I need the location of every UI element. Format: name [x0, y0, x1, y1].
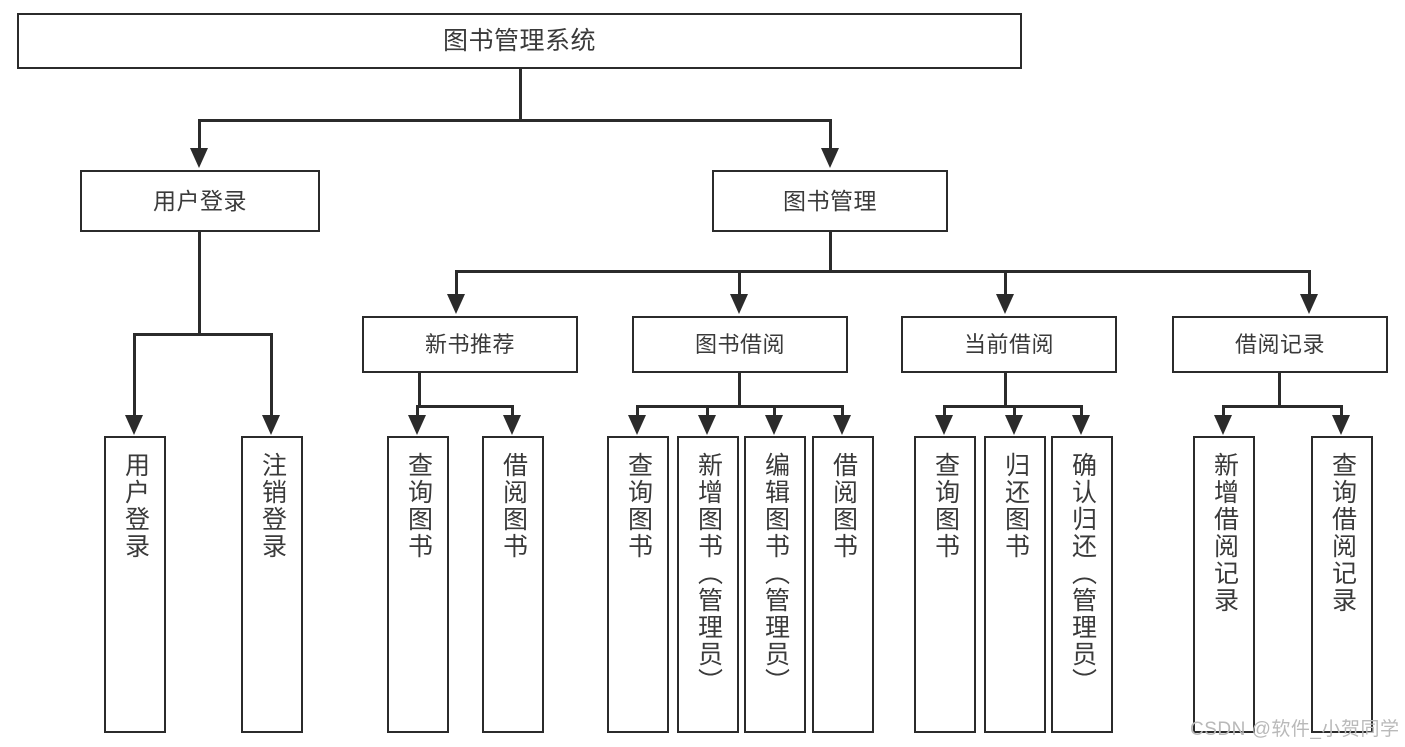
arrow-to-current-borrow — [996, 294, 1014, 314]
node-label: 新增借阅记录 — [1210, 452, 1239, 614]
arrow-to-book-borrow — [730, 294, 748, 314]
node-label: 借阅图书 — [829, 452, 858, 560]
connector-user-login-bus — [133, 333, 271, 336]
leaf-query-book-current[interactable]: 查询图书 — [914, 436, 976, 733]
connector-book-manage-stem — [829, 232, 832, 272]
connector-book-manage-child-4 — [1308, 270, 1311, 295]
arrow-to-borrow-record — [1300, 294, 1318, 314]
node-label: 借阅图书 — [499, 452, 528, 560]
arrow-leaf-logout — [262, 415, 280, 435]
leaf-borrow-book-recommend[interactable]: 借阅图书 — [482, 436, 544, 733]
leaf-add-book-admin[interactable]: 新增图书（管理员） — [677, 436, 739, 733]
node-user-login[interactable]: 用户登录 — [80, 170, 320, 232]
connector-root-to-book-manage — [829, 119, 832, 149]
connector-borrow-bus — [636, 405, 842, 408]
arrow-leaf-borrow-book-1 — [503, 415, 521, 435]
connector-recommend-child-2 — [511, 405, 514, 417]
node-label: 当前借阅 — [963, 331, 1054, 357]
node-label: 新书推荐 — [424, 331, 515, 357]
connector-user-login-stem — [198, 232, 201, 335]
leaf-add-borrow-record[interactable]: 新增借阅记录 — [1193, 436, 1255, 733]
leaf-confirm-return-admin[interactable]: 确认归还（管理员） — [1051, 436, 1113, 733]
node-label: 图书管理 — [783, 187, 877, 214]
connector-book-manage-child-3 — [1004, 270, 1007, 295]
arrow-leaf-query-book-3 — [935, 415, 953, 435]
connector-borrow-child-1 — [636, 405, 639, 417]
leaf-return-book[interactable]: 归还图书 — [984, 436, 1046, 733]
arrow-to-book-manage — [821, 148, 839, 168]
arrow-leaf-confirm-return — [1072, 415, 1090, 435]
node-label: 查询图书 — [404, 452, 433, 560]
arrow-leaf-user-login — [125, 415, 143, 435]
connector-current-child-1 — [943, 405, 946, 417]
connector-user-login-child-1 — [133, 333, 136, 416]
connector-book-manage-child-1 — [455, 270, 458, 295]
connector-recommend-stem — [418, 373, 421, 408]
node-label: 确认归还（管理员） — [1068, 452, 1097, 695]
node-label: 新增图书（管理员） — [694, 452, 723, 695]
node-book-management[interactable]: 图书管理 — [712, 170, 948, 232]
connector-recommend-bus — [416, 405, 514, 408]
connector-current-stem — [1004, 373, 1007, 408]
node-label: 用户登录 — [153, 187, 247, 214]
arrow-leaf-query-book-1 — [408, 415, 426, 435]
node-label: 图书借阅 — [694, 331, 785, 357]
leaf-edit-book-admin[interactable]: 编辑图书（管理员） — [744, 436, 806, 733]
leaf-query-book-recommend[interactable]: 查询图书 — [387, 436, 449, 733]
node-borrow-record[interactable]: 借阅记录 — [1172, 316, 1388, 373]
connector-book-manage-bus — [455, 270, 1311, 273]
arrow-leaf-add-record — [1214, 415, 1232, 435]
leaf-user-login[interactable]: 用户登录 — [104, 436, 166, 733]
connector-borrow-child-3 — [773, 405, 776, 417]
node-book-borrow[interactable]: 图书借阅 — [632, 316, 848, 373]
node-label: 查询图书 — [624, 452, 653, 560]
connector-book-manage-child-2 — [738, 270, 741, 295]
connector-borrow-stem — [738, 373, 741, 408]
connector-record-child-2 — [1340, 405, 1343, 417]
arrow-leaf-query-record — [1332, 415, 1350, 435]
connector-borrow-child-4 — [841, 405, 844, 417]
node-new-book-recommend[interactable]: 新书推荐 — [362, 316, 578, 373]
connector-user-login-child-2 — [270, 333, 273, 416]
connector-record-child-1 — [1222, 405, 1225, 417]
csdn-watermark: CSDN @软件_小贺同学 — [1190, 719, 1400, 740]
node-label: 借阅记录 — [1234, 331, 1325, 357]
arrow-to-user-login — [190, 148, 208, 168]
leaf-query-borrow-record[interactable]: 查询借阅记录 — [1311, 436, 1373, 733]
connector-root-bus — [198, 119, 832, 122]
node-label: 图书管理系统 — [442, 26, 596, 55]
connector-current-child-2 — [1013, 405, 1016, 417]
arrow-leaf-add-book — [698, 415, 716, 435]
connector-current-bus — [943, 405, 1081, 408]
leaf-logout[interactable]: 注销登录 — [241, 436, 303, 733]
node-label: 查询借阅记录 — [1328, 452, 1357, 614]
connector-borrow-child-2 — [706, 405, 709, 417]
node-root-system[interactable]: 图书管理系统 — [17, 13, 1022, 69]
leaf-borrow-book[interactable]: 借阅图书 — [812, 436, 874, 733]
arrow-leaf-borrow-book-2 — [833, 415, 851, 435]
connector-record-stem — [1278, 373, 1281, 408]
connector-recommend-child-1 — [416, 405, 419, 417]
node-current-borrow[interactable]: 当前借阅 — [901, 316, 1117, 373]
arrow-to-new-book-recommend — [447, 294, 465, 314]
connector-current-child-3 — [1080, 405, 1083, 417]
arrow-leaf-edit-book — [765, 415, 783, 435]
leaf-query-book-borrow[interactable]: 查询图书 — [607, 436, 669, 733]
connector-root-to-user-login — [198, 119, 201, 149]
arrow-leaf-return-book — [1005, 415, 1023, 435]
arrow-leaf-query-book-2 — [628, 415, 646, 435]
node-label: 查询图书 — [931, 452, 960, 560]
node-label: 用户登录 — [121, 452, 150, 560]
node-label: 归还图书 — [1001, 452, 1030, 560]
node-label: 编辑图书（管理员） — [761, 452, 790, 695]
connector-record-bus — [1222, 405, 1342, 408]
connector-root-stem — [519, 69, 522, 121]
node-label: 注销登录 — [258, 452, 287, 560]
